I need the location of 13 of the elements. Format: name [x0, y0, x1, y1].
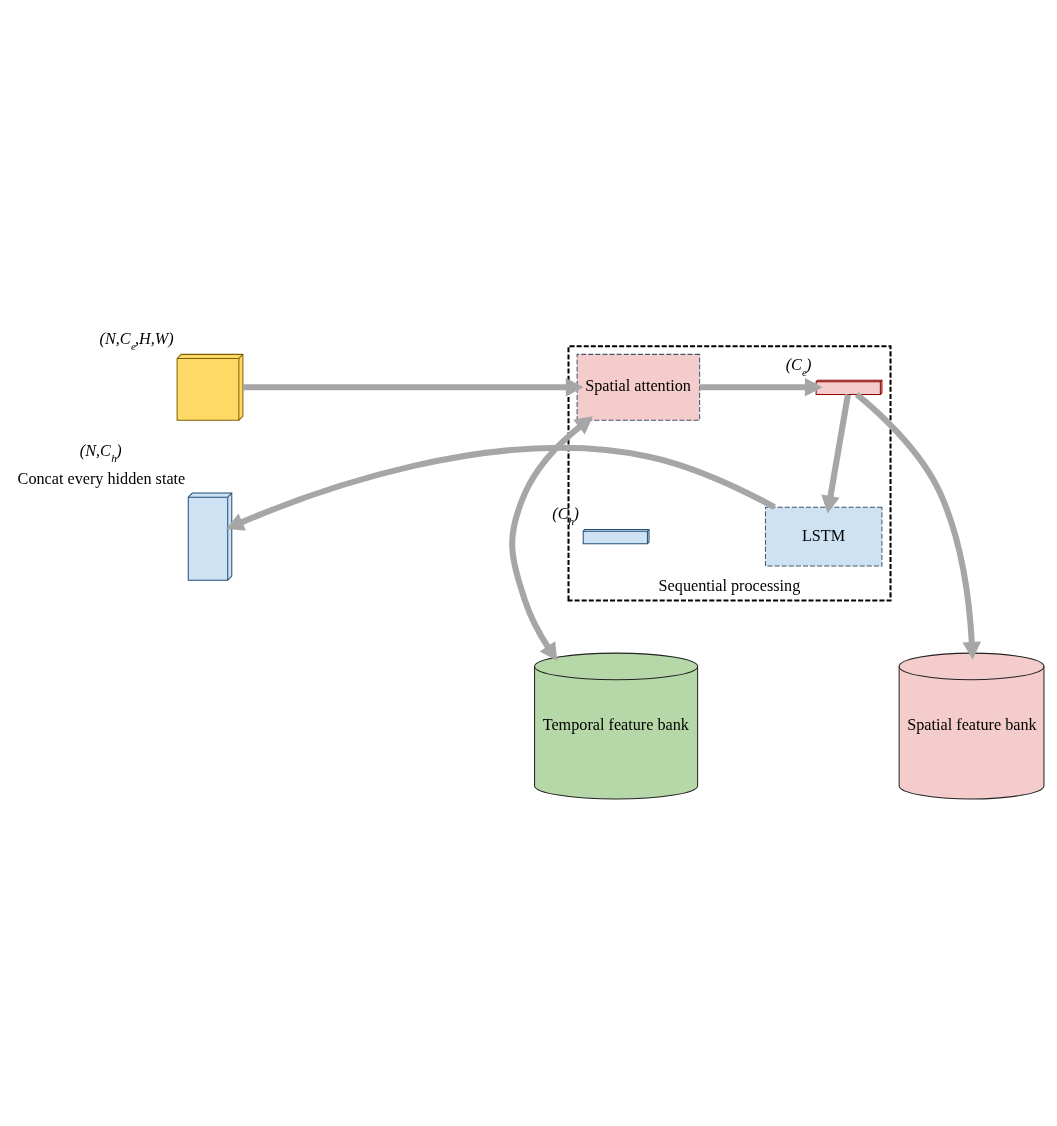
node-label: (C$_{e}$)	[785, 355, 812, 378]
arrow	[821, 393, 851, 514]
node-label: Concat every hidden state	[17, 469, 186, 488]
node-label: (C$_{h}$)	[552, 504, 579, 527]
arrow	[226, 444, 776, 531]
node-label: (N,C$_{e}$,H,W)	[99, 329, 174, 352]
node-label: (N,C$_{h}$)	[79, 441, 122, 464]
node-box: LSTM	[764, 506, 883, 567]
arrow	[243, 377, 584, 397]
arrow	[854, 391, 982, 660]
arrow	[699, 377, 823, 397]
node-box: Spatial attention	[576, 353, 701, 421]
arrow	[509, 415, 593, 661]
